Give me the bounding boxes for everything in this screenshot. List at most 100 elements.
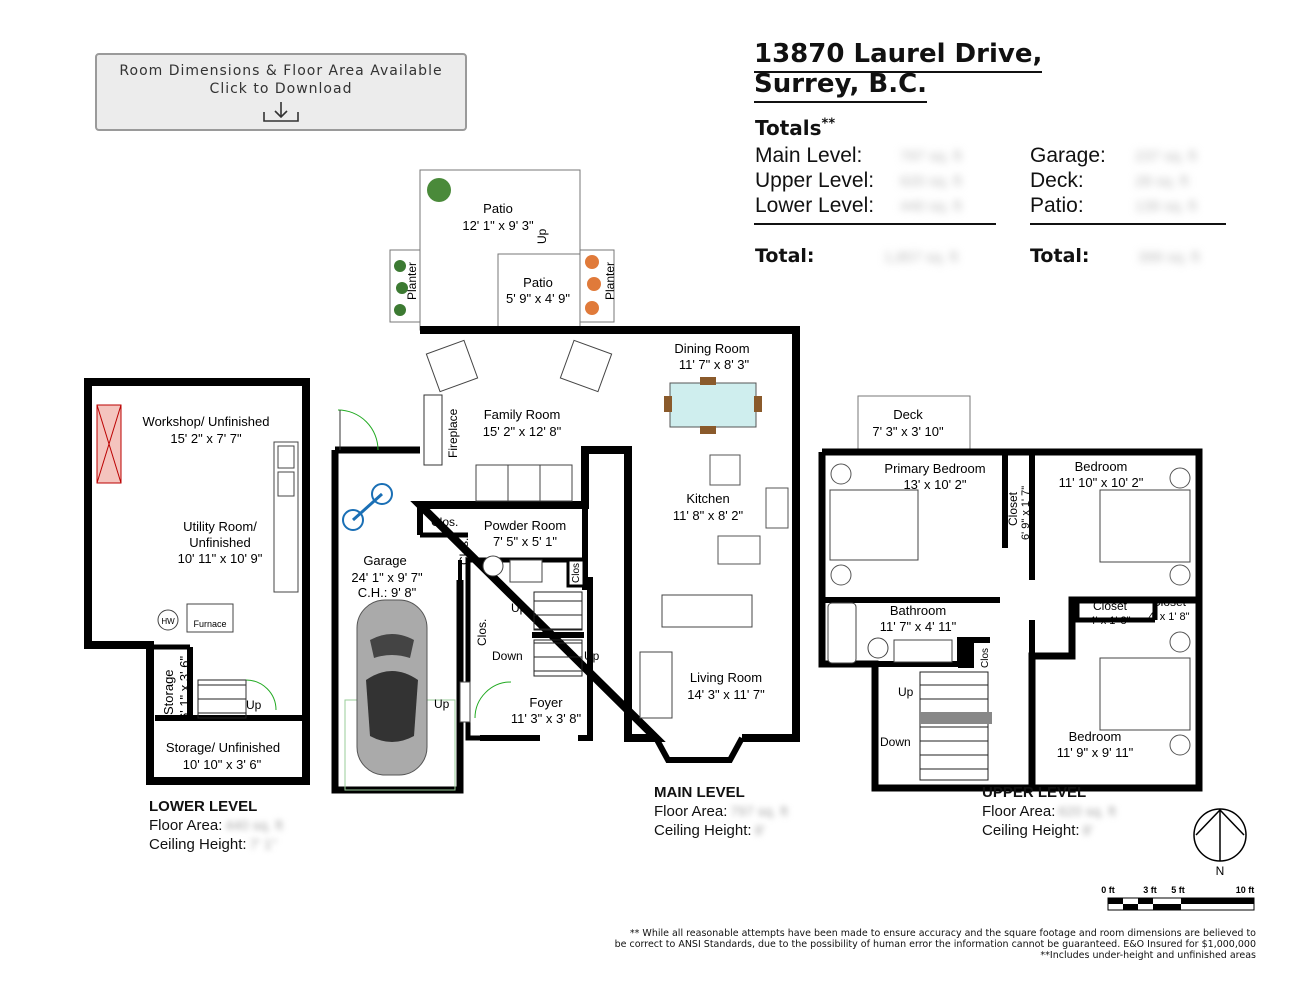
garage-name: Garage: [363, 553, 406, 568]
main-stairs-up-label-2: Up: [584, 649, 600, 663]
download-button[interactable]: Room Dimensions & Floor Area Available C…: [95, 53, 467, 131]
lower-level-caption: LOWER LEVEL Floor Area:440 sq. ft Ceilin…: [149, 798, 283, 854]
fireplace-label: Fireplace: [446, 408, 460, 458]
scale-tick-3: 3 ft: [1143, 885, 1157, 895]
patio-total-value: 139 sq. ft: [1135, 198, 1197, 215]
hall-closet-label: Clos.: [475, 619, 489, 646]
main-stairs-down-label: Down: [492, 649, 523, 663]
lower-level-plan: [84, 378, 310, 785]
dining-room-name: Dining Room: [674, 341, 749, 356]
address-line-2: Surrey, B.C.: [754, 68, 928, 103]
primary-bedroom-name: Primary Bedroom: [884, 461, 985, 476]
bedroom-ne-dim: 11' 10" x 10' 2": [1059, 475, 1144, 490]
bathroom-dim: 11' 7" x 4' 11": [880, 619, 957, 634]
scale-tick-5: 5 ft: [1171, 885, 1185, 895]
scale-tick-0: 0 ft: [1101, 885, 1115, 895]
powder-closet-label: Clos: [571, 563, 582, 583]
address-line-1: 13870 Laurel Drive,: [754, 38, 1043, 73]
upper-level-total-value: 620 sq. ft: [900, 173, 962, 190]
garage-ceiling-height: C.H.: 9' 8": [358, 585, 417, 600]
main-level-ch-label: Ceiling Height:: [654, 822, 752, 839]
upper-level-plan: [818, 395, 1203, 792]
main-level-total-label: Main Level:: [755, 144, 863, 167]
main-level-total-value: 797 sq. ft: [900, 148, 962, 165]
patio-total-label: Patio:: [1030, 194, 1084, 217]
closet-vertical-name: Closet: [1006, 491, 1020, 526]
total-value-left: 1,857 sq. ft: [884, 249, 959, 266]
closet-b-name: Closet: [1152, 595, 1187, 609]
bath-closet-label: Clos: [980, 648, 991, 668]
patio-2-dim: 5' 9" x 4' 9": [506, 291, 570, 306]
totals-heading: Totals**: [755, 116, 836, 140]
lower-level-title: LOWER LEVEL: [149, 798, 258, 815]
main-stairs-up-label: Up: [511, 601, 527, 615]
dining-room-dim: 11' 7" x 8' 3": [679, 357, 750, 372]
total-label-right: Total:: [1030, 245, 1090, 267]
download-subtitle: Click to Download: [209, 81, 353, 97]
garage-up-label: Up: [434, 697, 450, 711]
compass-north-label: N: [1216, 864, 1225, 878]
lower-level-area-label: Floor Area:: [149, 817, 223, 834]
utility-room-name-1: Utility Room/: [183, 519, 257, 534]
download-icon: [263, 102, 299, 122]
lower-level-ch-value: 7' 1": [249, 836, 277, 852]
storage-unfinished-name: Storage/ Unfinished: [166, 740, 280, 755]
closet-a-dim: 4' x 1' 8": [1089, 615, 1130, 627]
deck-name: Deck: [893, 407, 923, 422]
upper-level-area-value: 620 sq. ft: [1058, 803, 1116, 819]
garage-total-label: Garage:: [1030, 144, 1106, 167]
main-level-area-value: 797 sq. ft: [730, 803, 788, 819]
lower-stairs-up-label: Up: [246, 698, 262, 712]
planter-right-label: Planter: [603, 262, 617, 300]
upper-level-title: UPPER LEVEL: [982, 784, 1087, 801]
planter-left-label: Planter: [405, 262, 419, 300]
powder-room-name: Powder Room: [484, 518, 566, 533]
totals-rule-left: [754, 223, 996, 225]
living-room-dim: 14' 3" x 11' 7": [687, 687, 765, 702]
patio-stairs-up-label: Up: [535, 228, 549, 244]
upper-stairs-down-label: Down: [880, 735, 911, 749]
deck-dim: 7' 3" x 3' 10": [872, 424, 944, 439]
upper-level-caption: UPPER LEVEL Floor Area:620 sq. ft Ceilin…: [982, 784, 1116, 840]
utility-room-name-2: Unfinished: [189, 535, 250, 550]
patio-1-name: Patio: [483, 201, 513, 216]
garage-total-value: 237 sq. ft: [1135, 148, 1197, 165]
main-level-title: MAIN LEVEL: [654, 784, 745, 801]
patio-1-dim: 12' 1" x 9' 3": [462, 218, 534, 233]
scale-tick-10: 10 ft: [1236, 885, 1255, 895]
lower-level-total-label: Lower Level:: [755, 194, 875, 217]
bedroom-se-name: Bedroom: [1069, 729, 1122, 744]
family-room-name: Family Room: [484, 407, 561, 422]
foyer-dim: 11' 3" x 3' 8": [511, 711, 582, 726]
main-level-caption: MAIN LEVEL Floor Area:797 sq. ft Ceiling…: [654, 784, 788, 840]
disclaimer-line-1: ** While all reasonable attempts have be…: [629, 928, 1256, 939]
disclaimer-line-2: be correct to ANSI Standards, due to the…: [614, 939, 1256, 950]
bathroom-name: Bathroom: [890, 603, 946, 618]
powder-room-dim: 7' 5" x 5' 1": [493, 534, 557, 549]
bedroom-se-dim: 11' 9" x 9' 11": [1057, 745, 1134, 760]
main-level-plan: [331, 169, 800, 794]
closet-b-dim: 4' x 1' 8": [1148, 611, 1189, 623]
storage-vertical-dim: 6' 1" x 3' 6": [177, 656, 192, 720]
north-compass: [1193, 808, 1247, 862]
closet-label-garage: Clos.: [431, 515, 458, 529]
workshop-name: Workshop/ Unfinished: [143, 414, 270, 429]
closet-vertical-dim: 6' 9" x 1' 7": [1020, 486, 1032, 540]
bedroom-ne-name: Bedroom: [1075, 459, 1128, 474]
total-label-left: Total:: [755, 245, 815, 267]
lower-level-total-value: 440 sq. ft: [900, 198, 962, 215]
scale-bar: [1107, 897, 1255, 911]
patio-2-name: Patio: [523, 275, 553, 290]
workshop-dim: 15' 2" x 7' 7": [170, 431, 242, 446]
disclaimer-line-3: **Includes under-height and unfinished a…: [1040, 950, 1256, 961]
utility-room-dim: 10' 11" x 10' 9": [178, 551, 263, 566]
primary-bedroom-dim: 13' x 10' 2": [903, 477, 966, 492]
storage-unfinished-dim: 10' 10" x 3' 6": [183, 757, 262, 772]
lower-level-ch-label: Ceiling Height:: [149, 836, 247, 853]
garage-dim: 24' 1" x 9' 7": [351, 570, 423, 585]
deck-total-value: 28 sq. ft: [1135, 173, 1189, 190]
hot-water-label: HW: [161, 617, 175, 626]
upper-level-ch-value: 8': [1082, 822, 1094, 838]
lower-level-area-value: 440 sq. ft: [225, 817, 283, 833]
